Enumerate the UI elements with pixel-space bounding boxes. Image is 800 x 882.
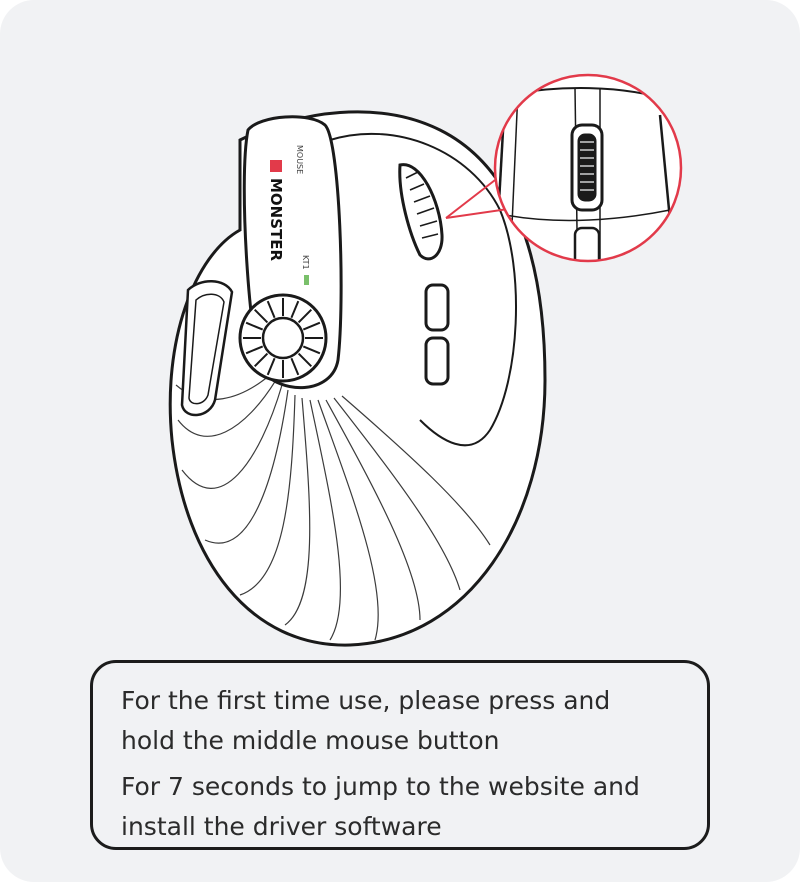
model-tag-label: KT1 xyxy=(301,255,310,270)
instruction-line-4: install the driver software xyxy=(121,812,442,841)
model-small-label: MOUSE xyxy=(295,145,304,174)
instruction-box: For the first time use, please press and… xyxy=(90,660,710,850)
magnified-callout xyxy=(493,73,683,263)
brand-name: MONSTER xyxy=(267,178,285,262)
back-button xyxy=(424,336,450,386)
vertical-mouse-illustration: MONSTER MOUSE KT1 xyxy=(168,73,683,647)
fan-lines xyxy=(175,374,491,641)
instruction-line-1: For the first time use, please press and xyxy=(121,686,611,715)
thumb-dial xyxy=(238,293,328,383)
instruction-line-3: For 7 seconds to jump to the website and xyxy=(121,772,640,801)
forward-button xyxy=(424,283,450,332)
side-button-inner xyxy=(188,293,225,405)
brand-text-group: MONSTER xyxy=(267,160,285,262)
grip-contour xyxy=(329,132,518,447)
instruction-line-2: hold the middle mouse button xyxy=(121,726,500,755)
